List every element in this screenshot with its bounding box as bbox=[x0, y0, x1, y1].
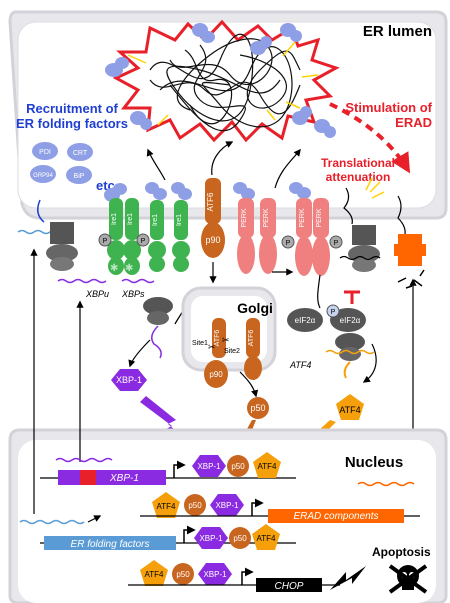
xbps-mrna bbox=[121, 278, 155, 284]
p50-released-label: p50 bbox=[250, 403, 265, 413]
gene-er-folding bbox=[40, 525, 296, 550]
complex2-p50: p50 bbox=[188, 501, 202, 510]
eif2a-factors bbox=[287, 290, 366, 332]
complex4-atf4: ATF4 bbox=[145, 570, 165, 579]
promoter-complex-1 bbox=[192, 452, 281, 478]
xbp-ribosome bbox=[143, 297, 173, 359]
translational-label-line1: Translational bbox=[321, 156, 395, 170]
ire1-monomer-label-a: Ire1 bbox=[152, 214, 159, 226]
translational-label-line2: attenuation bbox=[326, 170, 391, 184]
gene-xbp1-label: XBP-1 bbox=[109, 473, 139, 484]
atf6-golgi-label-a: ATF6 bbox=[214, 330, 221, 347]
chaperone-pdi-label: PDI bbox=[39, 149, 51, 156]
promoter-complex-2 bbox=[152, 492, 244, 518]
complex1-xbp1: XBP-1 bbox=[197, 462, 221, 471]
gene-chop bbox=[128, 566, 366, 592]
eif2a-label: eIF2α bbox=[295, 316, 316, 325]
atf4-protein-label: ATF4 bbox=[339, 405, 360, 415]
er-chaperones bbox=[30, 142, 93, 184]
gene-erad-label: ERAD components bbox=[293, 511, 378, 522]
stimulation-label-line2: ERAD bbox=[395, 115, 432, 130]
gene-xbp1 bbox=[40, 457, 296, 485]
ire1-dimer: ✱✱ bbox=[98, 183, 150, 275]
xbp1-protein-label: XBP-1 bbox=[116, 375, 142, 385]
complex2-xbp1: XBP-1 bbox=[215, 501, 239, 510]
ire1-phospho-b: P bbox=[141, 238, 146, 245]
complex3-p50: p50 bbox=[233, 534, 247, 543]
er-lumen-label: ER lumen bbox=[363, 23, 432, 40]
skull-icon bbox=[388, 564, 428, 594]
xbps-label: XBPs bbox=[121, 289, 145, 299]
complex4-p50: p50 bbox=[176, 570, 190, 579]
perk-label-b: PERK bbox=[263, 208, 270, 227]
ire1-label-a: Ire1 bbox=[111, 213, 118, 225]
eif2a-phospho-label: eIF2α bbox=[340, 316, 361, 325]
erad-retrotranslocon bbox=[394, 195, 426, 289]
atf6-golgi-label-b: ATF6 bbox=[248, 330, 255, 347]
complex4-xbp1: XBP-1 bbox=[203, 570, 227, 579]
nucleus-label: Nucleus bbox=[345, 454, 403, 471]
atf4-mrna-label: ATF4 bbox=[289, 360, 311, 370]
xbpu-label: XBPu bbox=[85, 289, 109, 299]
atf4-translation bbox=[325, 333, 375, 379]
p50-released bbox=[247, 397, 269, 419]
xbp1-protein bbox=[111, 369, 147, 391]
xbpu-mrna bbox=[57, 278, 107, 284]
promoter-complex-3 bbox=[194, 524, 280, 550]
svg-text:✱: ✱ bbox=[110, 263, 118, 274]
complex1-p50: p50 bbox=[231, 462, 245, 471]
left-ribosome bbox=[46, 222, 78, 271]
perk-sensors bbox=[233, 182, 343, 276]
perk-label-d: PERK bbox=[316, 208, 323, 227]
perk-label-c: PERK bbox=[299, 208, 306, 227]
perk-label-a: PERK bbox=[241, 208, 248, 227]
atf6-label: ATF6 bbox=[206, 192, 215, 212]
recruitment-label-line1: Recruitment of bbox=[26, 101, 118, 116]
site2-label: Site2 bbox=[224, 348, 240, 355]
ire1-label-b: Ire1 bbox=[127, 213, 134, 225]
recruitment-label-line2: ER folding factors bbox=[16, 116, 128, 131]
complex2-atf4: ATF4 bbox=[157, 502, 177, 511]
atf4-protein bbox=[336, 394, 364, 420]
golgi-label: Golgi bbox=[237, 300, 273, 316]
complex3-atf4: ATF4 bbox=[257, 534, 277, 543]
complex1-atf4: ATF4 bbox=[258, 462, 278, 471]
gene-chop-label: CHOP bbox=[275, 581, 304, 592]
atf6-golgi-p90-label: p90 bbox=[209, 370, 223, 379]
apoptosis-label: Apoptosis bbox=[372, 545, 431, 559]
ire1-phospho-a: P bbox=[103, 238, 108, 245]
gene-er-folding-label: ER folding factors bbox=[71, 539, 150, 550]
ire1-monomers bbox=[145, 182, 192, 272]
scissors-icon: ✂ bbox=[222, 335, 230, 345]
export-arrows bbox=[30, 248, 84, 514]
unfolded-protein-aggregate bbox=[105, 19, 340, 143]
chaperone-crt-label: CRT bbox=[73, 150, 88, 157]
stimulation-label-line1: Stimulation of bbox=[345, 100, 432, 115]
eif2a-phospho-mark: P bbox=[331, 309, 336, 316]
complex3-xbp1: XBP-1 bbox=[199, 534, 223, 543]
perk-phospho-b: P bbox=[334, 240, 339, 247]
site1-label: Site1 bbox=[192, 340, 208, 347]
promoter-complex-4 bbox=[140, 560, 232, 586]
ire1-monomer-label-b: Ire1 bbox=[176, 214, 183, 226]
atf6-p90-label: p90 bbox=[205, 235, 220, 245]
atf6-sensor bbox=[201, 178, 225, 258]
atf6-golgi bbox=[204, 318, 262, 388]
chaperone-grp94-label: GRP94 bbox=[33, 173, 53, 179]
perk-phospho-a: P bbox=[286, 240, 291, 247]
svg-text:✱: ✱ bbox=[125, 263, 133, 274]
chaperone-bip-label: BiP bbox=[74, 173, 85, 180]
gene-erad bbox=[140, 498, 420, 523]
sensor-activation-arrows bbox=[146, 141, 301, 276]
scissors-icon: ✂ bbox=[208, 342, 216, 352]
